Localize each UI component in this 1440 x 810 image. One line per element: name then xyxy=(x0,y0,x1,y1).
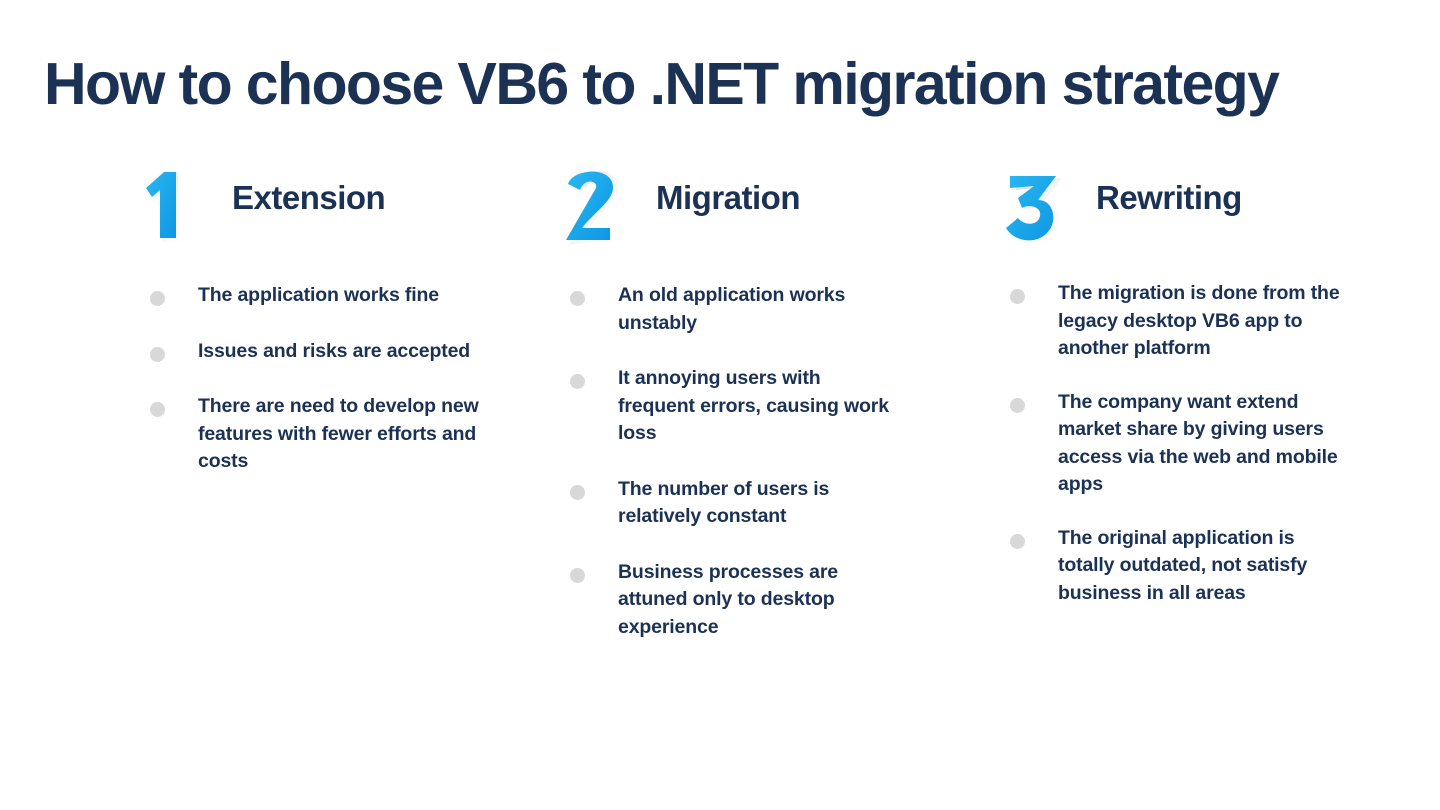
bullet-dot-icon xyxy=(570,567,585,583)
bullet-dot-icon xyxy=(150,402,165,417)
strategy-column-migration: Migration An old application works unsta… xyxy=(560,160,960,638)
list-item-text: There are need to develop new features w… xyxy=(198,395,479,472)
list-item: The number of users is relatively consta… xyxy=(570,476,900,531)
number-three-icon xyxy=(1000,168,1078,246)
column-header: Extension xyxy=(140,160,540,252)
bullet-dot-icon xyxy=(1010,397,1025,413)
list-item-text: The original application is totally outd… xyxy=(1058,526,1308,604)
list-item-text: The migration is done from the legacy de… xyxy=(1058,282,1340,359)
column-header: Migration xyxy=(560,160,960,252)
bullet-dot-icon xyxy=(1010,533,1025,549)
list-item: Issues and risks are accepted xyxy=(150,338,480,366)
strategy-columns: Extension The application works fine Iss… xyxy=(0,160,1440,780)
bullet-list: The migration is done from the legacy de… xyxy=(1010,280,1340,633)
list-item: The application works fine xyxy=(150,282,480,310)
bullet-list: An old application works unstably It ann… xyxy=(570,282,900,669)
list-item: It annoying users with frequent errors, … xyxy=(570,365,900,448)
strategy-column-extension: Extension The application works fine Iss… xyxy=(140,160,540,472)
number-two-icon xyxy=(560,168,638,246)
bullet-dot-icon xyxy=(150,291,165,306)
column-header: Rewriting xyxy=(1000,160,1400,252)
bullet-dot-icon xyxy=(570,291,585,306)
list-item: There are need to develop new features w… xyxy=(150,393,480,476)
list-item: The company want extend market share by … xyxy=(1010,389,1340,499)
bullet-dot-icon xyxy=(1010,289,1025,304)
bullet-dot-icon xyxy=(570,374,585,389)
list-item-text: Business processes are attuned only to d… xyxy=(618,560,838,638)
strategy-column-rewriting: Rewriting The migration is done from the… xyxy=(1000,160,1400,604)
page-title: How to choose VB6 to .NET migration stra… xyxy=(44,51,1280,117)
number-one-icon xyxy=(140,168,218,246)
list-item-text: Issues and risks are accepted xyxy=(198,339,471,362)
list-item: The migration is done from the legacy de… xyxy=(1010,280,1340,363)
list-item-text: An old application works unstably xyxy=(618,284,846,334)
list-item: An old application works unstably xyxy=(570,282,900,337)
list-item-text: The application works fine xyxy=(198,284,439,306)
column-label: Extension xyxy=(232,179,386,216)
bullet-dot-icon xyxy=(150,346,165,362)
list-item-text: The company want extend market share by … xyxy=(1058,390,1338,496)
list-item: The original application is totally outd… xyxy=(1010,525,1340,608)
bullet-list: The application works fine Issues and ri… xyxy=(150,282,480,504)
column-label: Rewriting xyxy=(1096,179,1242,216)
list-item-text: It annoying users with frequent errors, … xyxy=(618,367,889,444)
list-item: Business processes are attuned only to d… xyxy=(570,559,900,642)
column-label: Migration xyxy=(656,179,800,216)
list-item-text: The number of users is relatively consta… xyxy=(618,477,830,528)
bullet-dot-icon xyxy=(570,484,585,500)
